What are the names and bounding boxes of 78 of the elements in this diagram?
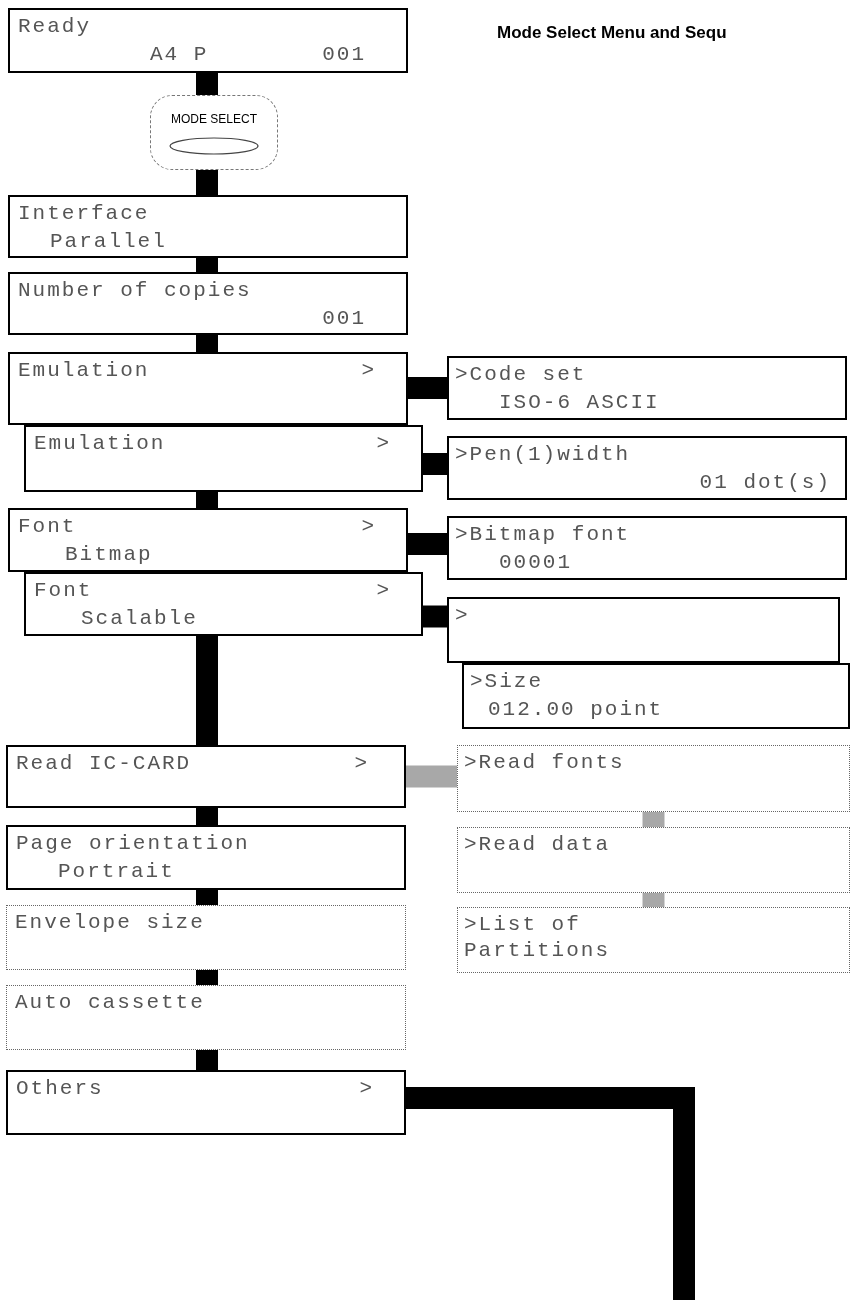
connector-bar xyxy=(196,808,218,825)
connector-bar xyxy=(196,73,218,95)
display-text: Interface xyxy=(18,201,150,227)
connector-bar xyxy=(408,533,447,555)
display-text: Font xyxy=(34,578,93,604)
lcd-display-box xyxy=(447,436,847,500)
display-text: >List of Partitions xyxy=(464,912,612,964)
display-text: >Read fonts xyxy=(464,750,625,776)
display-text: Others xyxy=(16,1076,104,1102)
lcd-display-box xyxy=(447,597,840,663)
submenu-marker: > xyxy=(376,431,391,457)
submenu-marker: > xyxy=(359,1076,374,1102)
connector-bar xyxy=(406,1087,695,1300)
lcd-display-box xyxy=(6,825,406,890)
display-text: Envelope size xyxy=(15,910,205,936)
connector-bar xyxy=(196,258,218,272)
display-text: Ready xyxy=(18,14,91,40)
lcd-display-box xyxy=(8,8,408,73)
display-text: >Read data xyxy=(464,832,611,858)
lcd-display-box xyxy=(6,745,406,808)
submenu-marker: > xyxy=(361,514,376,540)
display-text: Bitmap xyxy=(65,542,153,568)
inactive-display-box xyxy=(6,985,406,1050)
display-text: Emulation xyxy=(34,431,166,457)
mode-select-key xyxy=(150,95,278,170)
display-text: > xyxy=(455,603,470,629)
display-text: Parallel xyxy=(50,229,167,255)
lcd-display-box xyxy=(8,195,408,258)
connector-bar xyxy=(196,335,218,352)
display-text: Read IC-CARD xyxy=(16,751,192,777)
lcd-display-box xyxy=(24,572,423,636)
lcd-display-box xyxy=(447,516,847,580)
display-text: >Size xyxy=(470,669,543,695)
title: Mode Select Menu and Sequ xyxy=(497,22,727,44)
connector-bar xyxy=(196,970,218,985)
display-text: ISO-6 ASCII xyxy=(499,390,660,416)
inactive-display-box xyxy=(457,827,850,893)
display-text: Font xyxy=(18,514,77,540)
lcd-display-box xyxy=(8,352,408,425)
inactive-display-box xyxy=(457,907,850,973)
lcd-display-box xyxy=(24,425,423,492)
connector-bar xyxy=(642,893,665,907)
connector-bar xyxy=(196,170,218,195)
connector-bar xyxy=(196,890,218,905)
submenu-marker: > xyxy=(361,358,376,384)
submenu-marker: > xyxy=(376,578,391,604)
lcd-display-box xyxy=(6,1070,406,1135)
connector-bar xyxy=(423,605,447,628)
display-text: Auto cassette xyxy=(15,990,205,1016)
key-label: MODE SELECT xyxy=(171,110,257,128)
display-text: 00001 xyxy=(499,550,572,576)
lcd-display-box xyxy=(8,272,408,335)
inactive-display-box xyxy=(6,905,406,970)
connector-bar xyxy=(408,377,447,399)
connector-bar xyxy=(196,636,218,745)
display-text: 012.00 point xyxy=(488,697,664,723)
display-text: >Pen(1)width xyxy=(455,442,631,468)
display-text: >Bitmap font xyxy=(455,522,631,548)
display-text: A4 P xyxy=(150,42,209,68)
display-text: Portrait xyxy=(58,859,175,885)
lcd-display-box xyxy=(8,508,408,572)
connector-bar xyxy=(196,1050,218,1070)
connector-bar xyxy=(423,453,447,475)
display-text: Emulation xyxy=(18,358,150,384)
display-text: Scalable xyxy=(81,606,198,632)
display-text: Page orientation xyxy=(16,831,250,857)
connector-bar xyxy=(196,492,218,508)
connector-bar xyxy=(642,812,665,827)
lcd-display-box xyxy=(447,356,847,420)
inactive-display-box xyxy=(457,745,850,812)
display-text: Number of copies xyxy=(18,278,252,304)
display-text: 01 dot(s) xyxy=(699,470,831,496)
display-text: 001 xyxy=(322,306,366,332)
connector-bar xyxy=(406,765,457,788)
submenu-marker: > xyxy=(354,751,369,777)
display-text: 001 xyxy=(322,42,366,68)
display-text: >Code set xyxy=(455,362,587,388)
lcd-display-box xyxy=(462,663,850,729)
